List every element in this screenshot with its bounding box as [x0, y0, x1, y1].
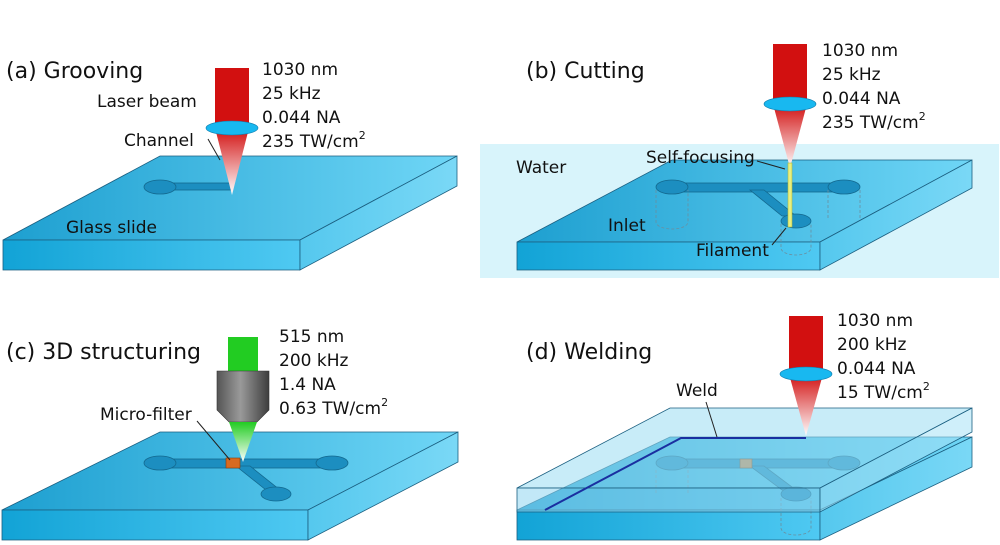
filament-label: Filament	[696, 241, 769, 261]
panel-c-title: (c) 3D structuring	[6, 340, 201, 365]
laser-params-c: 515 nm 200 kHz 1.4 NA 0.63 TW/cm2	[279, 327, 388, 419]
inlet-label: Inlet	[608, 216, 646, 236]
panel-b: (b) Cutting Water Self-focusing Inlet Fi…	[480, 41, 999, 278]
water-label: Water	[516, 158, 566, 178]
param-intensity-d: 15 TW/cm2	[837, 380, 930, 403]
param-na-b: 0.044 NA	[822, 89, 901, 109]
microscope-objective	[216, 370, 270, 423]
channel-network-c	[143, 455, 349, 502]
laser-beam-b	[763, 44, 817, 228]
glass-slide-a	[2, 155, 458, 271]
param-wavelength-a: 1030 nm	[262, 60, 338, 80]
param-na-d: 0.044 NA	[837, 359, 916, 379]
laser-params-d: 1030 nm 200 kHz 0.044 NA 15 TW/cm2	[837, 311, 930, 403]
panel-d: (d) Welding Weld 1030 nm 200 kHz 0.044 N…	[516, 311, 973, 541]
param-wavelength-b: 1030 nm	[822, 41, 898, 61]
laser-params-a: 1030 nm 25 kHz 0.044 NA 235 TW/cm2	[262, 60, 366, 152]
panel-d-title: (d) Welding	[526, 340, 652, 365]
panel-a-title: (a) Grooving	[6, 59, 143, 84]
glass-slide-b	[516, 159, 973, 271]
param-rate-b: 25 kHz	[822, 65, 881, 85]
self-focusing-label: Self-focusing	[646, 148, 755, 168]
laser-beam-a	[205, 68, 259, 195]
groove-channel-a	[143, 179, 233, 195]
green-beam	[228, 337, 258, 371]
param-wavelength-d: 1030 nm	[837, 311, 913, 331]
channel-label: Channel	[124, 131, 194, 151]
laser-beam-label: Laser beam	[97, 92, 197, 112]
param-rate-d: 200 kHz	[837, 335, 906, 355]
panel-a: (a) Grooving Laser beam Channel Glass sl…	[2, 59, 458, 271]
focusing-lens-a	[205, 120, 259, 136]
laser-params-b: 1030 nm 25 kHz 0.044 NA 235 TW/cm2	[822, 41, 926, 133]
param-na-a: 0.044 NA	[262, 108, 341, 128]
filament	[787, 162, 793, 228]
param-intensity-a: 235 TW/cm2	[262, 129, 366, 152]
weld-line	[544, 437, 806, 511]
panel-c: (c) 3D structuring Micro-filter 515 nm 2…	[1, 327, 459, 541]
glass-slide-label: Glass slide	[66, 218, 157, 238]
focusing-lens-d	[779, 366, 833, 382]
micro-filter-structure	[225, 457, 241, 469]
weld-label: Weld	[676, 381, 718, 401]
param-na-c: 1.4 NA	[279, 375, 336, 395]
glass-slide-c	[1, 431, 459, 541]
laser-beam-d	[779, 316, 833, 436]
param-rate-c: 200 kHz	[279, 351, 348, 371]
param-rate-a: 25 kHz	[262, 84, 321, 104]
param-intensity-b: 235 TW/cm2	[822, 110, 926, 133]
panel-b-title: (b) Cutting	[526, 59, 645, 84]
param-intensity-c: 0.63 TW/cm2	[279, 396, 388, 419]
micro-filter-label: Micro-filter	[100, 405, 192, 425]
param-wavelength-c: 515 nm	[279, 327, 344, 347]
glass-slide-top-d	[516, 407, 973, 513]
objective-laser-c	[216, 337, 270, 462]
focusing-lens-b	[763, 96, 817, 112]
